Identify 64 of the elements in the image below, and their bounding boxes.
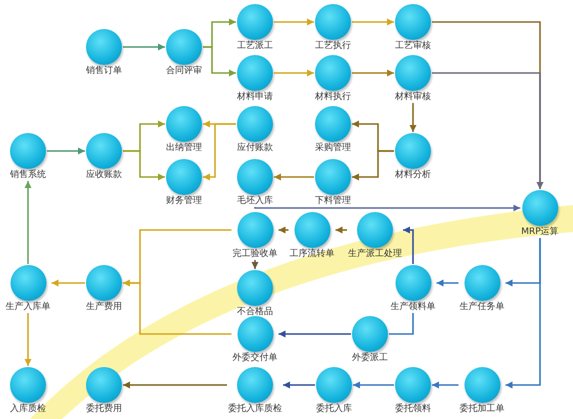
- arrow: [352, 70, 394, 76]
- node-label: 委托费用: [86, 404, 122, 414]
- arrow: [252, 260, 258, 269]
- node-label: 生产领料单: [390, 302, 436, 312]
- arrow: [274, 174, 314, 180]
- arrow: [353, 382, 394, 388]
- arrow: [254, 204, 520, 212]
- arrow: [410, 103, 416, 132]
- arrow: [436, 280, 458, 286]
- node-label: 委托加工单: [460, 404, 504, 414]
- node-label: 材料执行: [315, 92, 351, 102]
- node-label: 工艺派工: [237, 41, 273, 51]
- node-label: 应收账款: [86, 170, 122, 180]
- node-label: 外委派工: [352, 353, 388, 363]
- arrow: [123, 382, 227, 388]
- arrow: [52, 280, 85, 286]
- node-label: MRP运算: [521, 227, 559, 237]
- node-label: 工艺审核: [395, 41, 431, 51]
- arrow: [432, 72, 544, 189]
- node-label: 生产任务单: [460, 302, 504, 312]
- node-label: 生产入库单: [6, 302, 50, 312]
- node-label: 完工验收单: [232, 249, 278, 259]
- arrow: [123, 280, 232, 335]
- arrow: [336, 226, 347, 234]
- node-label: 工序流转单: [290, 249, 334, 259]
- node-label: 委托入库: [316, 404, 352, 414]
- arrow: [274, 18, 314, 26]
- arrow: [203, 123, 236, 180]
- connector-line: [389, 313, 414, 335]
- arrow: [123, 150, 165, 180]
- node-label: 入库质检: [10, 404, 46, 414]
- node-label: 不合格品: [237, 307, 273, 317]
- node-label: 销售系统: [10, 170, 46, 180]
- arrow: [123, 44, 165, 50]
- arrow: [432, 382, 458, 388]
- node-label: 委托领料: [395, 404, 431, 414]
- node-label: 材料分析: [395, 170, 431, 180]
- node-label: 委托入库质检: [228, 404, 282, 414]
- arrow: [24, 313, 32, 366]
- arrow: [506, 238, 541, 388]
- node-label: 毛坯入库: [237, 196, 273, 206]
- node-label: 采购管理: [315, 143, 351, 153]
- arrow: [283, 382, 315, 388]
- arrow: [24, 181, 32, 264]
- arrow: [278, 226, 288, 234]
- node-label: 材料审核: [395, 92, 431, 102]
- arrow: [274, 70, 314, 76]
- arrow: [47, 148, 85, 154]
- node-label: 材料申请: [237, 92, 273, 102]
- node-label: 工艺执行: [315, 41, 351, 51]
- node-label: 应付账款: [237, 143, 273, 153]
- arrow: [278, 330, 351, 338]
- node-label: 合同评审: [166, 66, 202, 76]
- arrow: [352, 150, 394, 180]
- node-label: 生产费用: [86, 302, 122, 312]
- node-label: 销售订单: [86, 66, 122, 76]
- arrow: [352, 18, 394, 26]
- arrow: [403, 226, 414, 264]
- arrow: [203, 46, 236, 76]
- node-label: 出纳管理: [166, 143, 202, 153]
- node-label: 生产派工处理: [348, 249, 402, 259]
- node-label: 财务管理: [166, 196, 202, 206]
- node-label: 外委交付单: [232, 353, 278, 363]
- node-label: 下料管理: [315, 196, 351, 206]
